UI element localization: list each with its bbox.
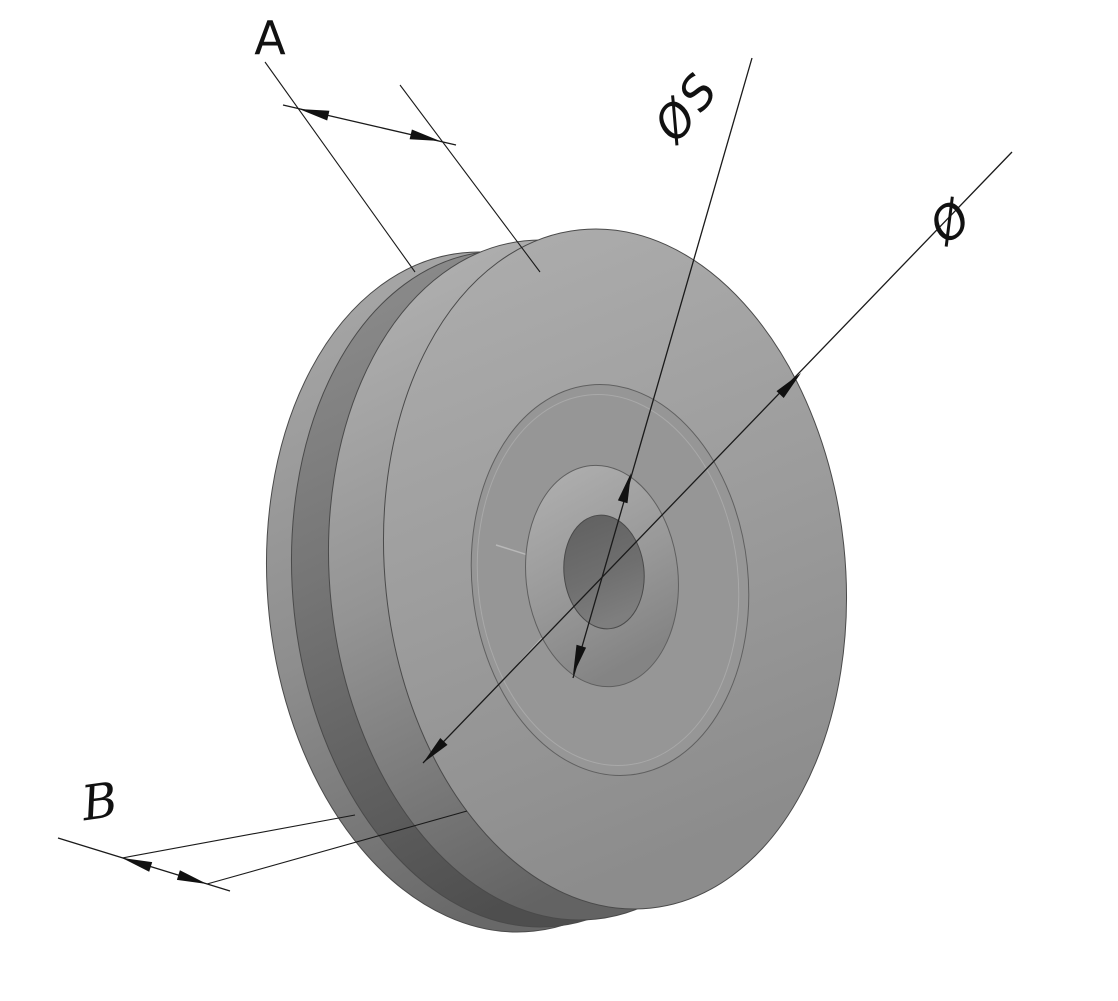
- dim-dias-label: ØS: [642, 62, 730, 153]
- dim-a-extension-line-2: [399, 84, 541, 273]
- dim-b-arrowhead-left-icon: [122, 858, 153, 872]
- hub-recess-chamfer: [476, 394, 740, 766]
- dim-b-arrowhead-right-icon: [176, 870, 207, 884]
- dim-a-arrowhead-right-icon: [409, 129, 440, 141]
- dim-dia-arrowhead-top-icon: [776, 373, 801, 398]
- dim-dia-label: Ø: [917, 189, 982, 256]
- dim-a-label: A: [254, 11, 286, 65]
- dim-b-extension-line-1: [121, 814, 356, 859]
- dim-dias-arrowhead-top-icon: [617, 473, 631, 504]
- dim-dia-arrowhead-bottom-icon: [423, 738, 448, 763]
- dim-b-extension-line-2: [206, 810, 468, 885]
- dim-dias-line: [572, 57, 753, 679]
- dim-dia-line: [422, 151, 1013, 764]
- dimension-overall-width: B: [57, 772, 468, 892]
- dimension-groove-width: A: [254, 11, 541, 273]
- dim-dias-arrowhead-bottom-icon: [573, 644, 587, 675]
- dim-b-label: B: [77, 772, 121, 833]
- dim-a-arrowhead-left-icon: [299, 109, 330, 121]
- dim-a-extension-line-1: [264, 61, 416, 273]
